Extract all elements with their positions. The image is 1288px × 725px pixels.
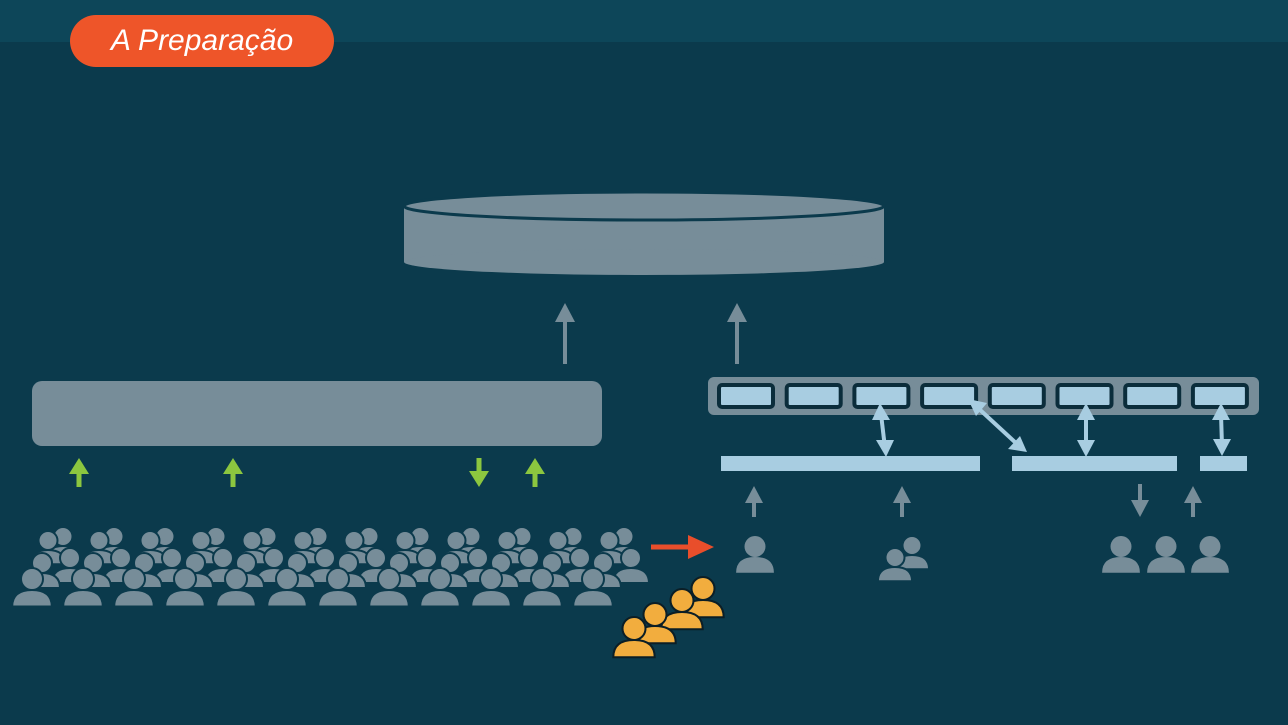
person-icon — [470, 567, 512, 608]
service-slot — [1190, 383, 1249, 409]
person-icon — [612, 616, 656, 659]
new-users-group — [612, 576, 725, 659]
person-icon — [113, 567, 155, 608]
person-icon — [1147, 536, 1185, 573]
double-arrow-diagonal — [968, 399, 1027, 452]
double-arrow-vertical — [872, 403, 894, 457]
double-arrow-vertical — [1077, 403, 1095, 457]
person-icon — [521, 567, 563, 608]
person-icon — [1191, 536, 1229, 573]
right-users — [736, 535, 1229, 583]
person-icon — [1102, 536, 1140, 573]
green-arrow-up — [69, 458, 89, 487]
green-arrow-down — [469, 458, 489, 487]
person-icon — [572, 567, 614, 608]
service-slot — [784, 383, 843, 409]
component-bar-3 — [1200, 456, 1247, 471]
arrow-up-to-database-left — [555, 303, 575, 364]
service-slot — [920, 383, 979, 409]
service-slot — [1123, 383, 1182, 409]
service-slots — [717, 383, 1249, 409]
service-slot — [717, 383, 775, 409]
person-icon — [317, 567, 359, 608]
component-bar-2 — [1012, 456, 1177, 471]
service-slot — [1055, 383, 1114, 409]
person-icon — [660, 588, 704, 631]
person-icon — [266, 567, 308, 608]
service-slot — [987, 383, 1046, 409]
database-cylinder-icon — [402, 190, 886, 275]
user-crowd — [11, 526, 651, 608]
red-arrow-right — [651, 535, 714, 559]
page-title: A Preparação — [70, 15, 334, 67]
person-icon — [11, 567, 53, 608]
gray-arrow-down — [1131, 484, 1149, 517]
person-icon — [736, 536, 774, 573]
green-arrow-up — [223, 458, 243, 487]
person-icon — [419, 567, 461, 608]
gray-arrow-up — [745, 486, 763, 517]
service-slot — [852, 383, 911, 409]
arrow-up-to-database-right — [727, 303, 747, 364]
double-arrow-vertical — [1212, 403, 1231, 456]
person-icon — [215, 567, 257, 608]
service-bar — [708, 377, 1259, 415]
gray-arrow-up — [893, 486, 911, 517]
person-icon — [876, 547, 914, 583]
component-bar-1 — [721, 456, 980, 471]
monolith-block — [32, 381, 602, 446]
gray-arrow-up — [1184, 486, 1202, 517]
green-arrow-up — [525, 458, 545, 487]
person-icon — [164, 567, 206, 608]
person-icon — [62, 567, 104, 608]
person-icon — [368, 567, 410, 608]
